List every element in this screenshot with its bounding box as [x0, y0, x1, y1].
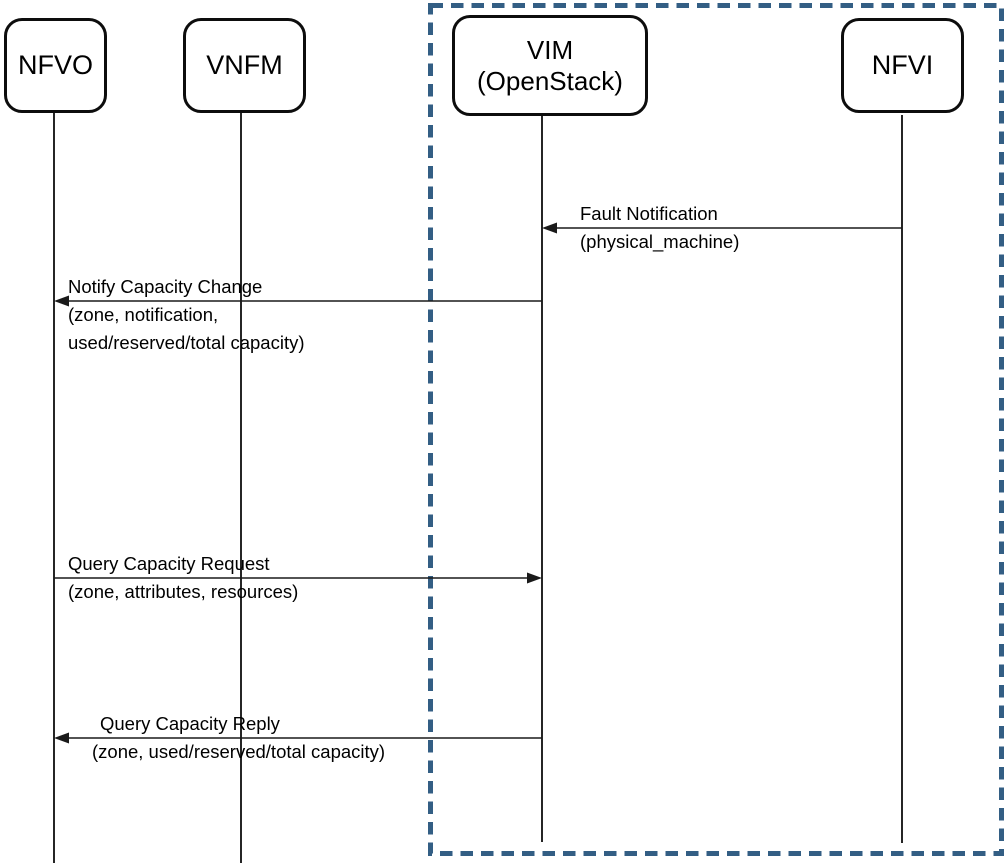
actor-label-vnfm: VNFM	[206, 49, 283, 80]
actor-box-vnfm: VNFM	[183, 18, 306, 113]
message-title: Fault Notification	[580, 203, 718, 224]
message-params: (zone, used/reserved/total capacity)	[92, 741, 386, 762]
message-arrow-query-capacity-reply	[54, 732, 542, 744]
message-label-query-capacity-reply: Query Capacity Reply (zone, used/reserve…	[92, 710, 385, 766]
message-params: (physical_machine)	[580, 231, 740, 252]
message-label-notify-capacity-change: Notify Capacity Change (zone, notificati…	[68, 273, 305, 357]
message-arrow-query-capacity-request	[54, 572, 542, 584]
actor-label-nfvo: NFVO	[17, 49, 93, 80]
message-label-query-capacity-request: Query Capacity Request (zone, attributes…	[68, 550, 298, 606]
actor-box-vim: VIM (OpenStack)	[452, 15, 648, 116]
message-params2: used/reserved/total capacity)	[68, 332, 305, 353]
message-params: (zone, attributes, resources)	[68, 581, 299, 602]
actor-label-nfvi: NFVI	[871, 49, 934, 80]
message-title: Query Capacity Reply	[100, 713, 280, 734]
actor-label-vim: VIM	[526, 34, 574, 65]
vim-nfvi-boundary-box	[428, 3, 1004, 856]
message-label-fault-notification: Fault Notification (physical_machine)	[580, 200, 739, 256]
message-arrow-notify-capacity-change	[54, 295, 542, 307]
message-arrow-fault-notification	[542, 222, 902, 234]
message-params: (zone, notification,	[68, 304, 219, 325]
message-title: Query Capacity Request	[68, 553, 270, 574]
actor-box-nfvo: NFVO	[4, 18, 107, 113]
actor-label-vim-sub: (OpenStack)	[477, 65, 623, 96]
message-title: Notify Capacity Change	[68, 276, 263, 297]
actor-box-nfvi: NFVI	[841, 18, 964, 113]
